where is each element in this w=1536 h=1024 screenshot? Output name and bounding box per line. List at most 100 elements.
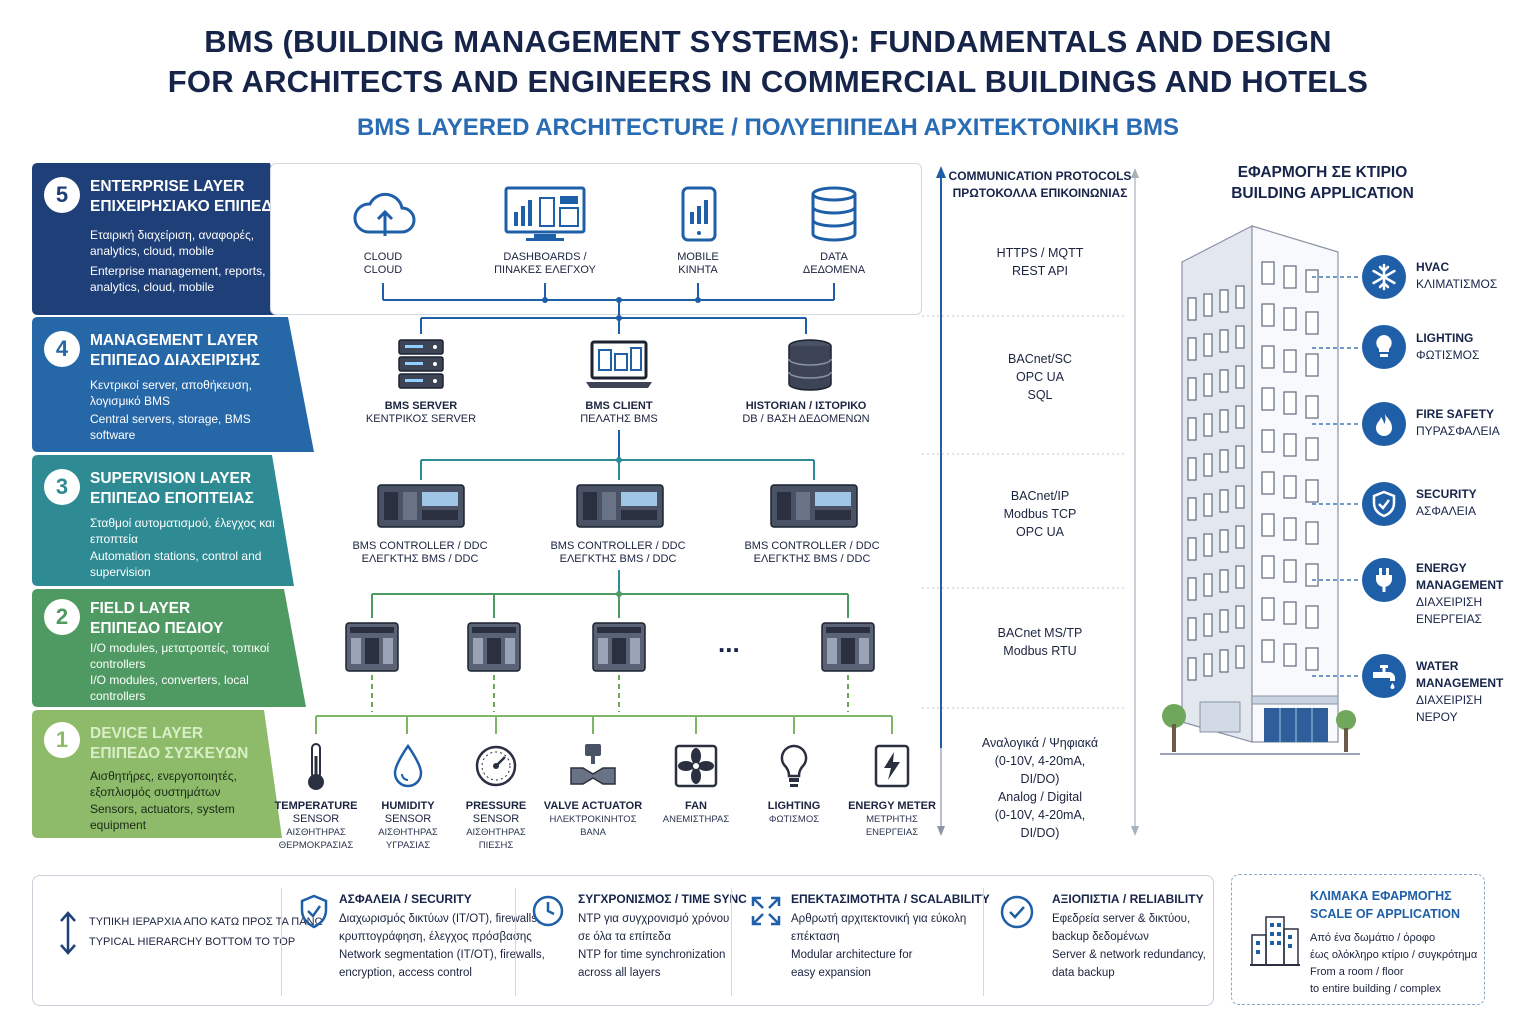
management-item-label: BMS SERVER: [384, 400, 458, 412]
system-label: SECURITY: [1416, 487, 1477, 501]
io-module-icon: [345, 622, 399, 672]
layer-number-badge: 1: [44, 722, 80, 758]
energy-meter-icon: [874, 744, 910, 788]
protocol-line: HTTPS / MQTT: [996, 246, 1084, 260]
system-label-gr: ΦΩΤΙΣΜΟΣ: [1416, 348, 1480, 362]
separator: [731, 888, 732, 996]
ddc-controller-icon: [576, 484, 664, 528]
layer-desc-en: Enterprise management, reports, analytic…: [90, 264, 266, 294]
plug-icon: [1362, 558, 1406, 602]
protocol-line: Modbus RTU: [1003, 644, 1077, 658]
system-label-2: MANAGEMENT: [1416, 578, 1504, 592]
layer-number-badge: 3: [44, 469, 80, 505]
scale-line: Από ένα δωμάτιο / όροφο: [1310, 932, 1436, 944]
laptop-icon: [586, 340, 652, 388]
thermometer-icon: [308, 743, 324, 790]
system-label-gr: ΠΥΡΑΣΦΑΛΕΙΑ: [1416, 424, 1500, 438]
protocol-line: OPC UA: [1016, 525, 1064, 539]
device-label-en: TEMPERATURE: [274, 800, 358, 812]
device-label-en2: SENSOR: [292, 813, 340, 825]
protocol-line: (0-10V, 4-20mA,: [994, 808, 1086, 822]
security-line: Διαχωρισμός δικτύων (IT/OT), firewalls,: [339, 913, 541, 925]
fan-icon: [674, 744, 718, 788]
page-subtitle: BMS LAYERED ARCHITECTURE / ΠΟΛΥΕΠΙΠΕΔΗ Α…: [356, 114, 1180, 141]
protocols-title-en: COMMUNICATION PROTOCOLS: [948, 169, 1132, 183]
scalability-line: Αρθρωτή αρχιτεκτονική για εύκολη: [791, 913, 967, 925]
reliability-line: Εφεδρεία server & δικτύου,: [1052, 913, 1191, 925]
layer-enterprise-shape: [32, 163, 300, 315]
protocol-line: BACnet MS/TP: [997, 626, 1083, 640]
mobile-icon: [681, 186, 717, 242]
system-label-gr: ΔΙΑΧΕΙΡΙΣΗ: [1416, 693, 1483, 707]
layer-desc-en: I/O modules, converters, local controlle…: [90, 673, 249, 703]
system-label: FIRE SAFETY: [1416, 407, 1495, 421]
layer-desc-gr: Σταθμοί αυτοματισμού, έλεγχος και εποπτε…: [90, 516, 275, 546]
pressure-gauge-icon: [475, 745, 517, 787]
management-item-label-gr: ΚΕΝΤΡΙΚΟΣ SERVER: [365, 413, 477, 425]
io-module-icon: [467, 622, 521, 672]
historian-database-icon: [788, 339, 832, 391]
io-module-icon: [821, 622, 875, 672]
dashboard-icon: [504, 186, 586, 241]
protocol-line: DI/DO): [1020, 826, 1060, 840]
management-item-label: BMS CLIENT: [585, 400, 653, 412]
device-label-gr: ΑΙΣΘΗΤΗΡΑΣ: [466, 827, 526, 838]
system-label-2: MANAGEMENT: [1416, 676, 1504, 690]
protocol-line: Analog / Digital: [997, 790, 1083, 804]
layer-supervision-shape: [32, 455, 294, 586]
server-icon: [398, 339, 444, 389]
layer-number-badge: 5: [44, 177, 80, 213]
flame-icon: [1362, 402, 1406, 446]
vertical-arrows-icon: [60, 911, 76, 955]
layer-desc-gr: Αισθητήρες, ενεργοποιητές, εξοπλισμός συ…: [90, 769, 237, 799]
layer-desc-en: Central servers, storage, BMS software: [90, 412, 251, 442]
device-label-gr: ΑΝΕΜΙΣΤΗΡΑΣ: [662, 814, 730, 825]
time-sync-line: NTP για συγχρονισμό χρόνου: [578, 913, 730, 925]
scalability-title: ΕΠΕΚΤΑΣΙΜΟΤΗΤΑ / SCALABILITY: [791, 892, 990, 906]
protocol-line: BACnet/IP: [1010, 489, 1070, 503]
security-title: ΑΣΦΑΛΕΙΑ / SECURITY: [339, 892, 472, 906]
page-title-line2: FOR ARCHITECTS AND ENGINEERS IN COMMERCI…: [167, 64, 1369, 99]
check-circle-icon: [1000, 895, 1034, 929]
device-label-gr2: ΠΙΕΣΗΣ: [478, 840, 514, 851]
system-label-gr: ΔΙΑΧΕΙΡΙΣΗ: [1416, 595, 1483, 609]
time-sync-line: NTP for time synchronization: [578, 949, 726, 961]
enterprise-item-label-gr: ΚΙΝΗΤΑ: [678, 264, 718, 276]
supervision-item-label: BMS CONTROLLER / DDC: [744, 540, 880, 552]
scale-line: έως ολόκληρο κτίριο / συγκρότημα: [1310, 949, 1478, 961]
lightbulb-icon: [780, 744, 808, 787]
reliability-line: data backup: [1052, 967, 1115, 979]
building-illustration: [1160, 225, 1360, 755]
supervision-item-label-gr: ΕΛΕΓΚΤΗΣ BMS / DDC: [361, 553, 479, 565]
device-label-gr2: ΥΓΡΑΣΙΑΣ: [385, 840, 431, 851]
device-label-gr: ΑΙΣΘΗΤΗΡΑΣ: [378, 827, 438, 838]
protocol-line: Αναλογικά / Ψηφιακά: [981, 736, 1099, 750]
protocol-line: Modbus TCP: [1003, 507, 1077, 521]
protocol-line: SQL: [1027, 388, 1053, 402]
ddc-controller-icon: [377, 484, 465, 528]
layer-name-en: FIELD LAYER: [90, 600, 191, 617]
time-sync-title: ΣΥΓΧΡΟΝΙΣΜΟΣ / TIME SYNC: [578, 892, 747, 906]
building-title-gr: ΕΦΑΡΜΟΓΗ ΣΕ ΚΤΙΡΙΟ: [1237, 164, 1408, 181]
layer-field-shape: [32, 589, 306, 707]
supervision-item-label-gr: ΕΛΕΓΚΤΗΣ BMS / DDC: [753, 553, 871, 565]
separator: [281, 888, 282, 996]
layer-name-gr: ΕΠΙΠΕΔΟ ΣΥΣΚΕΥΩΝ: [90, 745, 249, 762]
expand-arrows-icon: [751, 896, 781, 926]
device-label-gr2: ΘΕΡΜΟΚΡΑΣΙΑΣ: [278, 840, 354, 851]
device-label-en: ENERGY METER: [848, 800, 936, 812]
enterprise-item-label: DASHBOARDS /: [503, 251, 587, 263]
valve-actuator-icon: [570, 744, 616, 785]
management-item-label: HISTORIAN / ΙΣΤΟΡΙΚΟ: [745, 400, 867, 412]
more-modules-ellipsis: ...: [718, 628, 740, 658]
device-label-gr2: ΕΝΕΡΓΕΙΑΣ: [865, 827, 919, 838]
system-label-gr2: ΝΕΡΟΥ: [1416, 710, 1458, 724]
time-sync-line: σε όλα τα επίπεδα: [578, 931, 671, 943]
shield-icon: [1362, 482, 1406, 526]
system-label: HVAC: [1416, 260, 1450, 274]
reliability-line: backup δεδομένων: [1052, 931, 1149, 943]
device-label-gr2: ΒΑΝΑ: [580, 827, 606, 838]
